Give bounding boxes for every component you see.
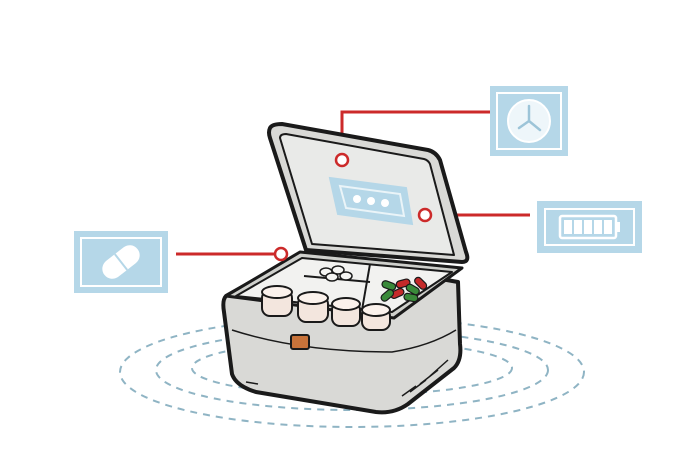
display-dot [381,199,389,207]
display-dot [367,197,375,205]
latch [290,334,310,350]
pill-callout-marker [273,246,289,262]
pill-icon [74,231,168,293]
pill-bottle [261,285,293,317]
pill-bottle [331,297,361,327]
box-lid [267,122,470,264]
battery-icon [537,201,642,253]
clock-callout-marker [334,152,350,168]
battery-callout-marker [417,207,433,223]
lid-display [328,176,414,226]
pill-bottle [297,291,329,323]
box-base [221,246,464,415]
signal-ring-middle [155,329,549,411]
round-pills [319,265,353,282]
pill-bottles [261,285,391,331]
display-dot [353,195,361,203]
capsules [380,276,428,303]
pill-bottle [361,303,391,331]
clock-icon [490,86,568,156]
